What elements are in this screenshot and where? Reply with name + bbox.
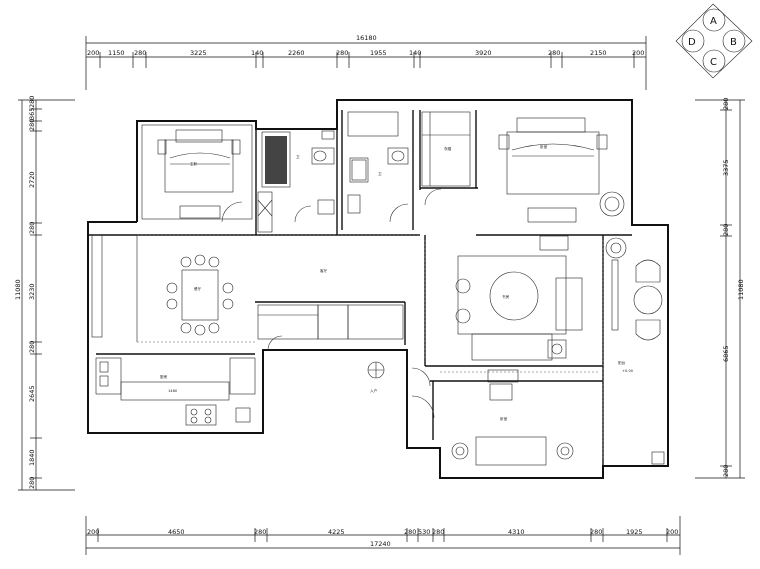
bottom-dim-2: 4650 bbox=[168, 528, 185, 536]
entry-door-icon bbox=[367, 361, 385, 379]
top-dim-5: 140 bbox=[251, 49, 263, 57]
bottom-dim-6: 530 bbox=[418, 528, 430, 536]
top-dim-4: 3225 bbox=[190, 49, 207, 57]
top-dim-1: 200 bbox=[87, 49, 99, 57]
left-dim-2: 365 bbox=[28, 108, 36, 120]
left-dim-6: 3230 bbox=[28, 283, 36, 300]
bottom-dim-11: 200 bbox=[666, 528, 678, 536]
bedroom-left-wall-detail bbox=[91, 124, 253, 342]
cabinet-row bbox=[257, 304, 404, 340]
balcony-level: +0.00 bbox=[622, 369, 634, 373]
left-total-dim: 11080 bbox=[14, 279, 22, 300]
right-dimension-lines bbox=[695, 99, 745, 479]
bed-left-icon bbox=[157, 129, 241, 219]
top-dim-2: 1150 bbox=[108, 49, 125, 57]
kitchen-fixtures bbox=[95, 357, 256, 426]
bottom-dim-7: 280 bbox=[432, 528, 444, 536]
top-dimension-lines bbox=[85, 36, 647, 90]
top-total-dim: 16180 bbox=[356, 34, 377, 42]
top-dim-11: 280 bbox=[548, 49, 560, 57]
right-segment-dims: 280 3375 280 6865 280 bbox=[722, 98, 730, 477]
room-label-balcony: 阳台 bbox=[618, 360, 626, 365]
compass-d: D bbox=[688, 37, 696, 48]
compass-c: C bbox=[710, 57, 717, 68]
entry-label: 入户 bbox=[370, 388, 378, 393]
top-dim-7: 280 bbox=[336, 49, 348, 57]
bottom-dim-4: 4225 bbox=[328, 528, 345, 536]
left-dim-8: 2645 bbox=[28, 385, 36, 402]
room-label-living-center: 客厅 bbox=[320, 268, 328, 273]
dashed-openings bbox=[137, 234, 604, 460]
top-dim-8: 1955 bbox=[370, 49, 387, 57]
left-dim-10: 280 bbox=[28, 477, 36, 489]
right-dim-5: 280 bbox=[722, 465, 730, 477]
bottom-dim-10: 1925 bbox=[626, 528, 643, 536]
top-dim-6: 2260 bbox=[288, 49, 305, 57]
room-label-bath-mid: 卫 bbox=[378, 172, 382, 176]
top-dim-9: 140 bbox=[409, 49, 421, 57]
left-dim-9: 1840 bbox=[28, 449, 36, 466]
bed-right-icon bbox=[498, 117, 625, 223]
top-dim-12: 2150 bbox=[590, 49, 607, 57]
top-dim-3: 280 bbox=[134, 49, 146, 57]
compass-a: A bbox=[710, 16, 717, 27]
room-label-study: 书房 bbox=[502, 294, 510, 299]
room-label-kitchen: 厨房 bbox=[160, 374, 168, 379]
top-segment-dims: 200 1150 280 3225 140 2260 280 1955 140 … bbox=[87, 49, 644, 57]
room-label-bed-left: 主卧 bbox=[190, 161, 198, 166]
right-dim-3: 280 bbox=[722, 224, 730, 236]
top-dim-10: 3920 bbox=[475, 49, 492, 57]
bed-bottom-furniture bbox=[451, 369, 665, 466]
room-label-bed-right: 卧室 bbox=[540, 144, 548, 149]
balcony-furniture bbox=[605, 237, 663, 341]
room-label-closet: 衣帽 bbox=[444, 146, 452, 151]
closet-fixtures bbox=[421, 111, 471, 187]
bathroom-left-fixtures bbox=[257, 130, 335, 233]
left-dim-4: 2720 bbox=[28, 171, 36, 188]
bottom-dim-8: 4310 bbox=[508, 528, 525, 536]
left-segment-dims: 280 365 280 2720 280 3230 280 2645 1840 … bbox=[28, 96, 36, 489]
bottom-dim-9: 280 bbox=[590, 528, 602, 536]
bottom-dim-1: 200 bbox=[87, 528, 99, 536]
bottom-dim-5: 280 bbox=[404, 528, 416, 536]
door-swings bbox=[221, 188, 442, 419]
compass-b: B bbox=[730, 37, 737, 48]
left-dim-5: 280 bbox=[28, 222, 36, 234]
kitchen-dim: 1480 bbox=[168, 389, 178, 393]
left-dim-7: 280 bbox=[28, 341, 36, 353]
room-label-bath-left: 卫 bbox=[296, 155, 300, 159]
right-dim-4: 6865 bbox=[722, 345, 730, 362]
right-total-dim: 11080 bbox=[737, 279, 745, 300]
right-dim-1: 280 bbox=[722, 98, 730, 110]
bathroom-mid-fixtures bbox=[347, 111, 409, 214]
interior-walls bbox=[88, 110, 632, 478]
bottom-segment-dims: 200 4650 280 4225 280 530 280 4310 280 1… bbox=[87, 528, 678, 536]
dining-table-icon bbox=[166, 254, 234, 336]
room-label-dining: 餐厅 bbox=[194, 286, 202, 291]
left-dim-3: 280 bbox=[28, 119, 36, 131]
top-dim-13: 200 bbox=[632, 49, 644, 57]
bottom-dimension-lines bbox=[85, 516, 681, 555]
living-room-furniture bbox=[455, 235, 583, 361]
right-dim-2: 3375 bbox=[722, 159, 730, 176]
left-dimension-lines bbox=[18, 99, 75, 491]
bottom-total-dim: 17240 bbox=[370, 540, 391, 548]
room-label-bed-bottom: 卧室 bbox=[500, 416, 508, 421]
compass-icon: A B C D bbox=[675, 3, 753, 79]
left-dim-1: 280 bbox=[28, 96, 36, 108]
bottom-dim-3: 280 bbox=[254, 528, 266, 536]
